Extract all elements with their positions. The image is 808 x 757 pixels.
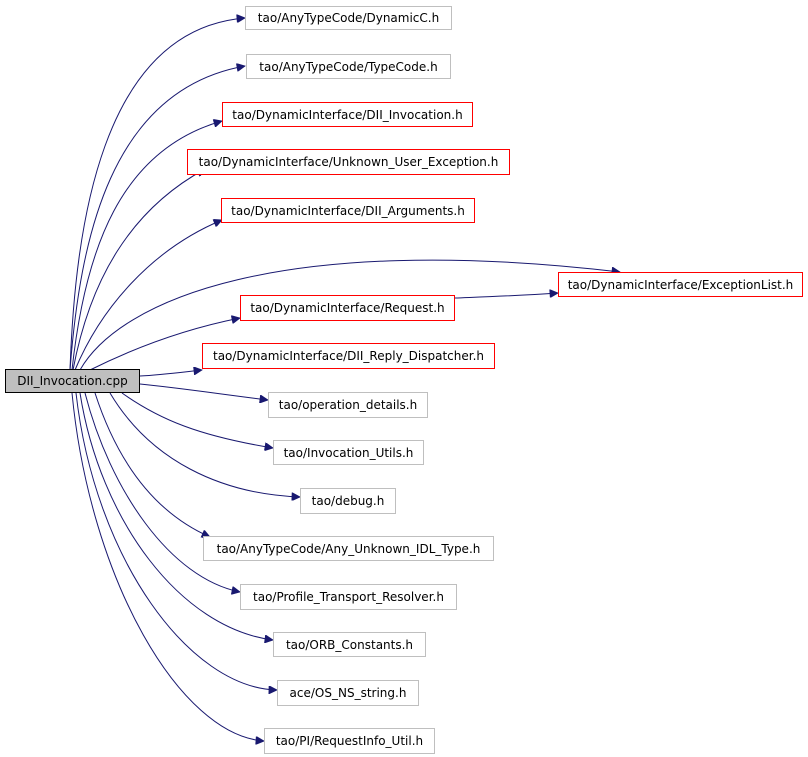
dependency-edges [69,18,620,741]
node-operation-details[interactable]: tao/operation_details.h [268,392,428,418]
node-dii-reply-dispatcher[interactable]: tao/DynamicInterface/DII_Reply_Dispatche… [202,343,495,369]
edge-to-orb-constants [79,392,273,640]
node-request[interactable]: tao/DynamicInterface/Request.h [240,295,455,321]
edge-to-invocation-utils [121,392,273,448]
edge-to-exceptionlist [79,259,620,371]
node-dii-invocation[interactable]: tao/DynamicInterface/DII_Invocation.h [222,102,473,127]
node-typecode[interactable]: tao/AnyTypeCode/TypeCode.h [246,54,451,79]
node-dynamicc[interactable]: tao/AnyTypeCode/DynamicC.h [245,6,452,30]
node-profile-transport-resolver[interactable]: tao/Profile_Transport_Resolver.h [240,584,457,610]
edge-to-profile-transport-resolver [84,392,240,592]
edge-to-dynamicc [69,18,245,371]
node-orb-constants[interactable]: tao/ORB_Constants.h [273,632,426,657]
edge-to-any-unknown-idl-type [94,392,210,537]
edge-to-unknown-user-exception [72,168,205,371]
edge-to-dii-reply-dispatcher [139,370,202,377]
node-unknown-user-exception[interactable]: tao/DynamicInterface/Unknown_User_Except… [187,149,510,175]
edge-request-to-exceptionlist [454,293,558,299]
edge-to-dii-arguments [74,220,222,371]
edge-to-requestinfo-util [71,392,264,741]
node-os-ns-string[interactable]: ace/OS_NS_string.h [277,680,419,706]
node-dii-arguments[interactable]: tao/DynamicInterface/DII_Arguments.h [221,198,475,223]
edge-to-request [89,318,240,371]
node-requestinfo-util[interactable]: tao/PI/RequestInfo_Util.h [264,728,435,754]
edge-to-debug [109,392,300,497]
node-debug[interactable]: tao/debug.h [300,488,396,514]
edge-to-typecode [69,66,245,371]
node-exceptionlist[interactable]: tao/DynamicInterface/ExceptionList.h [558,272,803,297]
node-any-unknown-idl-type[interactable]: tao/AnyTypeCode/Any_Unknown_IDL_Type.h [203,536,494,561]
edge-to-dii-invocation [71,121,222,371]
root-node-dii-invocation-cpp[interactable]: DII_Invocation.cpp [5,369,140,393]
edge-to-operation-details [139,383,268,400]
edge-to-os-ns-string [75,392,277,690]
node-invocation-utils[interactable]: tao/Invocation_Utils.h [273,440,424,465]
